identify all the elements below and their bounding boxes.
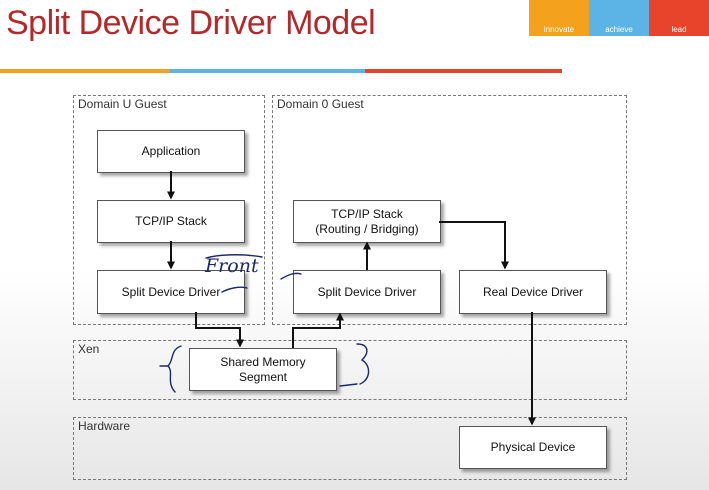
domain-0-label: Domain 0 Guest [277,97,364,111]
brand-innovate: innovate [529,0,589,36]
domain-0-zone: Domain 0 Guest [272,95,627,325]
slide-title: Split Device Driver Model [6,4,376,42]
tcpip-stack-u-box: TCP/IP Stack [97,200,245,243]
split-device-driver-u-box: Split Device Driver [97,270,245,314]
brand-logo: innovate achieve lead [529,0,709,36]
physical-device-box: Physical Device [459,426,607,469]
brand-lead: lead [649,0,709,36]
domain-u-label: Domain U Guest [78,97,167,111]
title-underline [0,69,562,73]
hardware-label: Hardware [78,419,131,433]
domain-u-zone: Domain U Guest [73,95,265,325]
real-device-driver-box: Real Device Driver [459,270,607,314]
xen-label: Xen [78,342,100,356]
application-box: Application [97,130,245,173]
shared-memory-segment-box: Shared Memory Segment [189,348,337,391]
hardware-zone: Hardware [73,417,627,480]
xen-zone: Xen [73,340,627,400]
split-device-driver-0-box: Split Device Driver [293,270,441,314]
tcpip-stack-0-box: TCP/IP Stack (Routing / Bridging) [293,200,441,243]
brand-achieve: achieve [589,0,649,36]
